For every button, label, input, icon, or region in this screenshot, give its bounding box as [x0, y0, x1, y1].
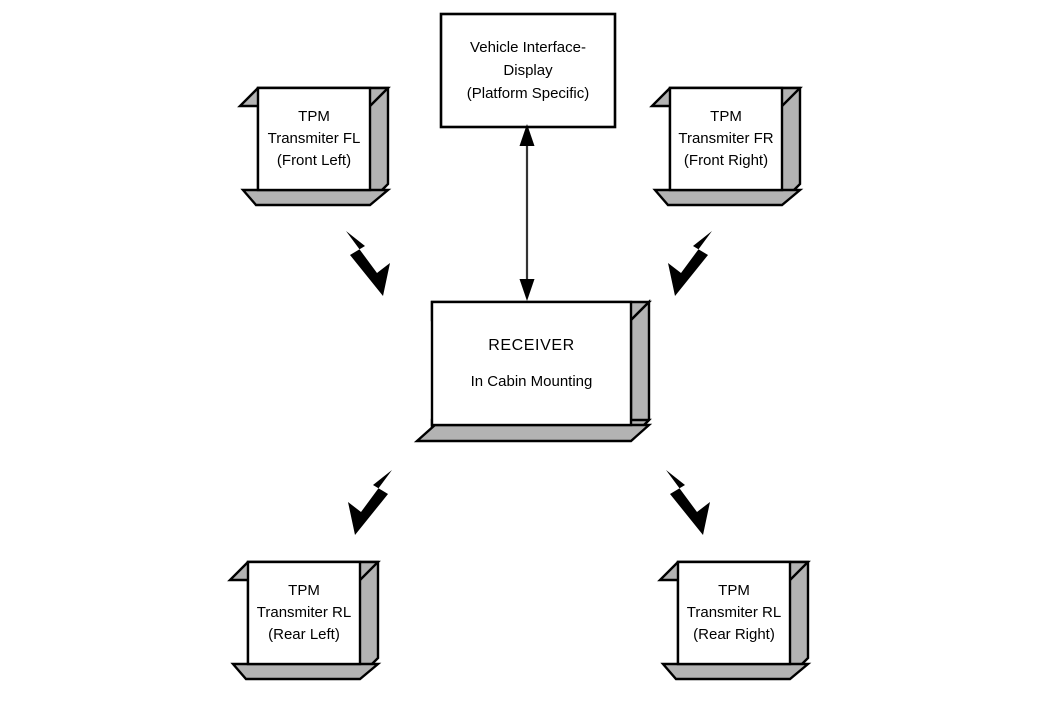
tpm-transmitter-fr-box[interactable] — [649, 86, 804, 207]
rf-link-rear-right-icon — [666, 470, 710, 535]
tpm-transmitter-fl-box[interactable] — [237, 86, 392, 207]
rf-link-rear-left-icon — [348, 470, 392, 535]
tpm-transmitter-rr-box[interactable] — [657, 560, 812, 681]
rf-link-front-right-icon — [668, 231, 712, 296]
tpm-transmitter-rl-box[interactable] — [227, 560, 382, 681]
display-receiver-arrow — [519, 124, 535, 301]
receiver-box[interactable] — [413, 299, 653, 443]
vehicle-interface-display-box[interactable] — [439, 12, 617, 129]
rf-link-front-left-icon — [346, 231, 390, 296]
